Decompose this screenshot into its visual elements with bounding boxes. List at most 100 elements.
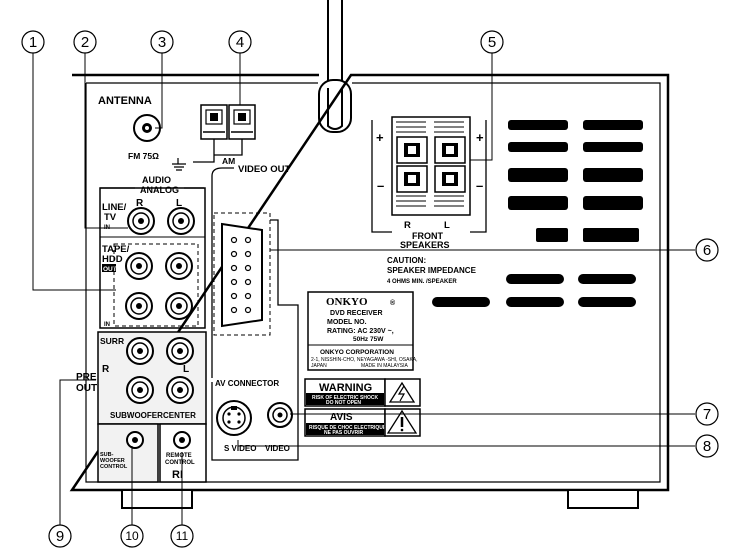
line-tv-label: LINE/ xyxy=(102,202,127,213)
tape-hdd-label: TAPE/ xyxy=(102,244,130,255)
pre-label: PRE xyxy=(76,372,97,383)
s-video-jack[interactable] xyxy=(216,400,252,436)
svg-text:CONTROL: CONTROL xyxy=(165,460,195,466)
svg-text:–: – xyxy=(476,178,483,193)
line-tv-r-jack[interactable] xyxy=(127,207,155,235)
video-out-label: VIDEO OUT xyxy=(238,164,290,175)
vent-slots xyxy=(432,120,643,307)
svg-text:+: + xyxy=(376,130,384,145)
svg-text:1: 1 xyxy=(29,34,37,51)
subwoofer-jack[interactable] xyxy=(126,376,154,404)
tape-in-l-jack[interactable] xyxy=(165,292,193,320)
svg-text:6: 6 xyxy=(703,242,711,259)
subwoofer-control-block xyxy=(97,423,159,483)
svg-text:R: R xyxy=(404,220,411,231)
svg-text:RISK OF ELECTRIC SHOCK: RISK OF ELECTRIC SHOCK xyxy=(312,395,379,401)
svg-text:OUT: OUT xyxy=(103,266,117,273)
svg-text:MODEL NO.: MODEL NO. xyxy=(327,319,367,326)
fm-label: FM 75Ω xyxy=(128,151,159,161)
svg-text:DO NOT OPEN: DO NOT OPEN xyxy=(326,400,361,406)
svg-text:ONKYO CORPORATION: ONKYO CORPORATION xyxy=(320,349,394,356)
callout-11: 11 xyxy=(170,524,194,548)
callout-6: 6 xyxy=(695,238,719,262)
svg-text:IN: IN xyxy=(104,322,110,328)
pre-out-label: OUT xyxy=(76,383,97,394)
svg-text:4: 4 xyxy=(236,34,244,51)
callout-2: 2 xyxy=(73,30,97,54)
svg-text:HDD: HDD xyxy=(102,254,123,265)
am-antenna-terminals[interactable] xyxy=(200,104,256,140)
svg-text:MADE IN MALAYSIA: MADE IN MALAYSIA xyxy=(361,363,409,369)
svg-text:CONTROL: CONTROL xyxy=(100,464,128,470)
cord-grommet xyxy=(318,79,352,133)
callout-8: 8 xyxy=(695,434,719,458)
left-foot xyxy=(121,489,193,509)
center-jack[interactable] xyxy=(166,376,194,404)
line-tv-l-jack[interactable] xyxy=(167,207,195,235)
callout-5: 5 xyxy=(480,30,504,54)
s-video-label: S VIDEO xyxy=(224,444,256,453)
svg-text:5: 5 xyxy=(488,34,496,51)
caution-label: CAUTION: xyxy=(387,256,426,265)
svg-text:DVD RECEIVER: DVD RECEIVER xyxy=(330,310,383,317)
callout-7: 7 xyxy=(695,402,719,426)
tape-out-l-jack[interactable] xyxy=(165,252,193,280)
svg-text:11: 11 xyxy=(176,529,189,543)
surr-r-jack[interactable] xyxy=(126,337,154,365)
tape-hdd-group xyxy=(113,243,199,327)
svg-text:9: 9 xyxy=(56,528,64,545)
antenna-label: ANTENNA xyxy=(98,95,152,107)
svg-text:10: 10 xyxy=(125,529,139,543)
svg-text:4 OHMS MIN. /SPEAKER: 4 OHMS MIN. /SPEAKER xyxy=(387,279,457,285)
svg-text:RISQUE DE CHOC ELECTRIQUE: RISQUE DE CHOC ELECTRIQUE xyxy=(309,425,387,431)
ri-logo: RI xyxy=(172,469,183,481)
callout-1: 1 xyxy=(21,30,45,54)
svg-text:L: L xyxy=(444,220,450,231)
svg-text:8: 8 xyxy=(703,438,711,455)
svg-text:NE PAS OUVRIR: NE PAS OUVRIR xyxy=(324,430,363,436)
svg-text:R: R xyxy=(136,198,144,209)
tape-out-r-jack[interactable] xyxy=(125,252,153,280)
front-label: FRONT xyxy=(412,231,443,241)
svg-text:R: R xyxy=(102,364,110,375)
callout-numbers: 1 2 3 4 5 6 7 8 9 10 11 xyxy=(21,30,719,548)
speakers-label: SPEAKERS xyxy=(400,240,450,250)
svg-text:WOOFER: WOOFER xyxy=(100,458,125,464)
svg-text:®: ® xyxy=(390,299,396,307)
video-label: VIDEO xyxy=(265,444,290,453)
svg-text:SUB-: SUB- xyxy=(100,452,114,458)
svg-text:3: 3 xyxy=(158,34,166,51)
av-connector-label: AV CONNECTOR xyxy=(215,379,279,388)
surr-l-jack[interactable] xyxy=(166,337,194,365)
callout-9: 9 xyxy=(48,524,72,548)
svg-text:SPEAKER IMPEDANCE: SPEAKER IMPEDANCE xyxy=(387,266,477,275)
svg-text:–: – xyxy=(377,178,384,193)
svg-text:7: 7 xyxy=(703,406,711,423)
analog-label: ANALOG xyxy=(140,185,179,195)
callout-3: 3 xyxy=(150,30,174,54)
video-out-connector[interactable] xyxy=(221,222,263,328)
svg-text:L: L xyxy=(183,364,189,375)
svg-text:TV: TV xyxy=(104,212,117,223)
surr-label: SURR xyxy=(100,336,124,346)
am-label: AM xyxy=(222,156,235,166)
svg-text:L: L xyxy=(176,198,182,209)
front-speaker-terminals[interactable] xyxy=(391,116,471,216)
audio-label: AUDIO xyxy=(142,175,171,185)
svg-text:RATING: AC 230V ~,: RATING: AC 230V ~, xyxy=(327,328,394,335)
svg-text:2: 2 xyxy=(81,34,89,51)
composite-video-jack[interactable] xyxy=(267,402,293,428)
power-cord xyxy=(327,0,343,95)
tape-in-r-jack[interactable] xyxy=(125,292,153,320)
brand-logo: ONKYO xyxy=(326,296,368,308)
ground-icon xyxy=(172,158,186,171)
svg-text:50Hz 75W: 50Hz 75W xyxy=(353,336,384,343)
svg-text:AVIS: AVIS xyxy=(330,412,353,423)
svg-text:REMOTE: REMOTE xyxy=(166,453,192,459)
svg-text:JAPAN: JAPAN xyxy=(311,363,327,369)
svg-text:+: + xyxy=(476,130,484,145)
subwoofer-label: SUBWOOFER xyxy=(110,411,163,420)
right-foot xyxy=(567,489,639,509)
svg-text:2-1, NISSHIN-CHO, NEYAGAWA -SH: 2-1, NISSHIN-CHO, NEYAGAWA -SHI, OSAKA, xyxy=(311,357,418,363)
